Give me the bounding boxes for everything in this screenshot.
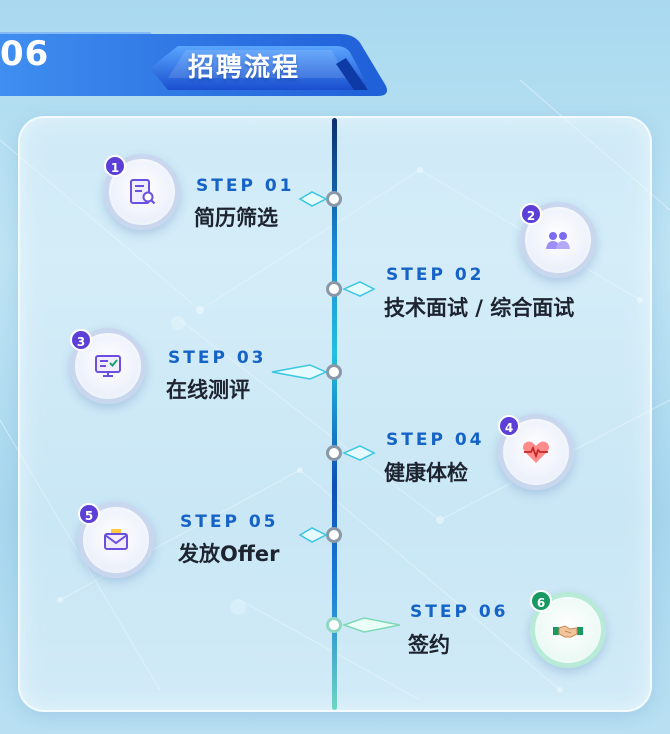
timeline-dot-2 <box>326 281 342 297</box>
step-6-badge: 6 <box>530 590 552 612</box>
step-2-label: STEP 02 <box>386 265 485 285</box>
step-4-badge: 4 <box>498 415 520 437</box>
step-6-label: STEP 06 <box>410 602 509 622</box>
step-5-badge: 5 <box>78 503 100 525</box>
step-3-title: 在线测评 <box>166 378 250 402</box>
pointer-step-6 <box>342 617 401 633</box>
step-4-title: 健康体检 <box>384 461 468 485</box>
step-1-title: 简历筛选 <box>194 206 278 230</box>
step-3-label: STEP 03 <box>168 348 267 368</box>
step-2-badge: 2 <box>520 203 542 225</box>
resume-search-icon <box>130 179 156 205</box>
two-people-icon <box>546 232 570 249</box>
timeline-dot-6 <box>326 617 342 633</box>
header-banner <box>0 32 387 96</box>
step-2-icon-circle <box>520 202 596 278</box>
pointer-step-5 <box>298 527 328 543</box>
timeline-line <box>332 118 337 710</box>
step-3-badge: 3 <box>70 329 92 351</box>
envelope-icon <box>104 529 128 550</box>
timeline-dot-4 <box>326 445 342 461</box>
timeline-dot-5 <box>326 527 342 543</box>
step-5-icon-circle <box>78 502 154 578</box>
timeline-dot-3 <box>326 364 342 380</box>
step-1-label: STEP 01 <box>196 176 295 196</box>
pointer-step-2 <box>342 281 376 297</box>
step-2-title: 技术面试 / 综合面试 <box>384 296 575 320</box>
step-4-icon-circle <box>498 414 574 490</box>
step-5-label: STEP 05 <box>180 512 279 532</box>
pointer-step-1 <box>298 191 328 207</box>
section-number: 06 <box>0 34 50 74</box>
heartbeat-icon <box>523 441 549 463</box>
handshake-icon <box>553 625 583 638</box>
pointer-step-4 <box>342 445 376 461</box>
online-test-monitor-icon <box>95 355 121 377</box>
page-title: 招聘流程 <box>188 53 301 83</box>
step-5-title: 发放Offer <box>178 542 280 566</box>
step-4-label: STEP 04 <box>386 430 485 450</box>
timeline-dot-1 <box>326 191 342 207</box>
step-1-badge: 1 <box>104 155 126 177</box>
step-6-title: 签约 <box>408 633 450 657</box>
pointer-step-3 <box>271 364 328 380</box>
